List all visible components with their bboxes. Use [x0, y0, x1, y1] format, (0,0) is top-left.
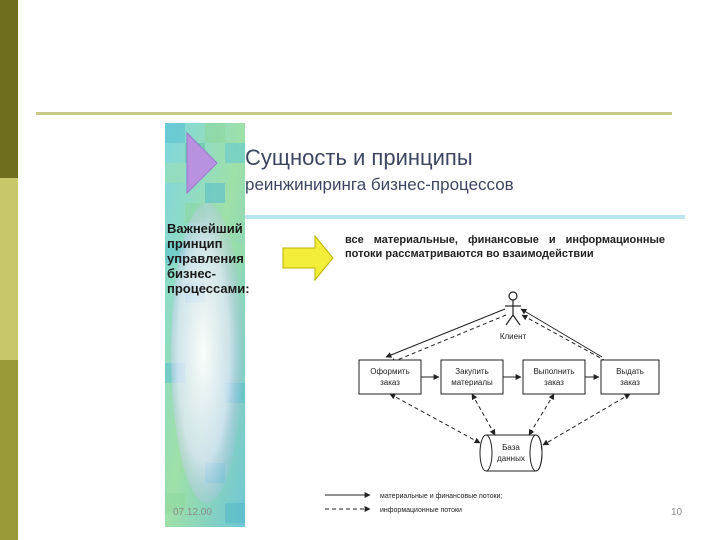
flow-dashed	[471, 393, 496, 436]
flow-solid	[385, 308, 506, 358]
flow-dashed	[542, 393, 631, 446]
side-bar-segment-mid	[0, 360, 18, 540]
slide-page-number: 10	[671, 507, 683, 518]
side-bar-segment-light	[0, 178, 18, 360]
process-diagram: Клиент Оформить заказ Закупить материалы…	[282, 234, 660, 514]
process-box: Оформить заказ	[358, 359, 422, 395]
slide-date: 07.12.00	[173, 507, 212, 518]
process-box-line2: заказ	[380, 378, 400, 387]
flow-dashed	[528, 393, 555, 436]
process-box-line1: Закупить	[455, 367, 489, 376]
legend-dashed-label: информационные потоки	[380, 507, 462, 514]
process-box-line1: Выдать	[616, 367, 644, 376]
process-box-line1: Выполнить	[533, 367, 574, 376]
process-box-line2: заказ	[544, 378, 564, 387]
legend-solid-label: материальные и финансовые потоки;	[380, 493, 502, 500]
database-label-line1: База	[502, 443, 520, 452]
flow-solid	[520, 308, 603, 358]
principle-line: Важнейший	[167, 221, 243, 236]
flow-dashed	[389, 393, 481, 444]
principle-text: Важнейший принцип управления бизнес- про…	[167, 221, 277, 296]
side-decoration-bar	[0, 0, 18, 540]
process-box-line2: материалы	[451, 378, 493, 387]
actor-label: Клиент	[500, 332, 527, 341]
database-icon: База данных	[479, 434, 543, 472]
header-rule	[36, 112, 672, 115]
flow-dashed	[389, 314, 507, 364]
principle-line: бизнес-	[167, 266, 216, 281]
side-bar-segment-dark	[0, 0, 18, 178]
play-triangle-icon	[186, 131, 218, 195]
database-label-line2: данных	[497, 454, 525, 463]
principle-line: принцип	[167, 236, 223, 251]
principle-statement: все материальные, финансовые и информаци…	[345, 234, 665, 260]
decorative-mosaic	[165, 123, 245, 527]
slide-subtitle: реинжиниринга бизнес-процессов	[245, 175, 514, 194]
process-box: Выполнить заказ	[522, 359, 586, 395]
title-underline	[245, 215, 685, 219]
process-box: Закупить материалы	[440, 359, 504, 395]
principle-line: управления	[167, 251, 244, 266]
process-box-line1: Оформить	[370, 367, 410, 376]
client-actor-icon	[505, 291, 521, 326]
yellow-arrow-icon	[282, 234, 334, 282]
flow-dashed	[521, 314, 607, 362]
process-box-line2: заказ	[620, 378, 640, 387]
principle-line: процессами:	[167, 281, 250, 296]
slide-title: Сущность и принципы	[245, 145, 473, 170]
process-box: Выдать заказ	[600, 359, 660, 395]
slide-image-panel: Сущность и принципы реинжиниринга бизнес…	[165, 123, 685, 527]
